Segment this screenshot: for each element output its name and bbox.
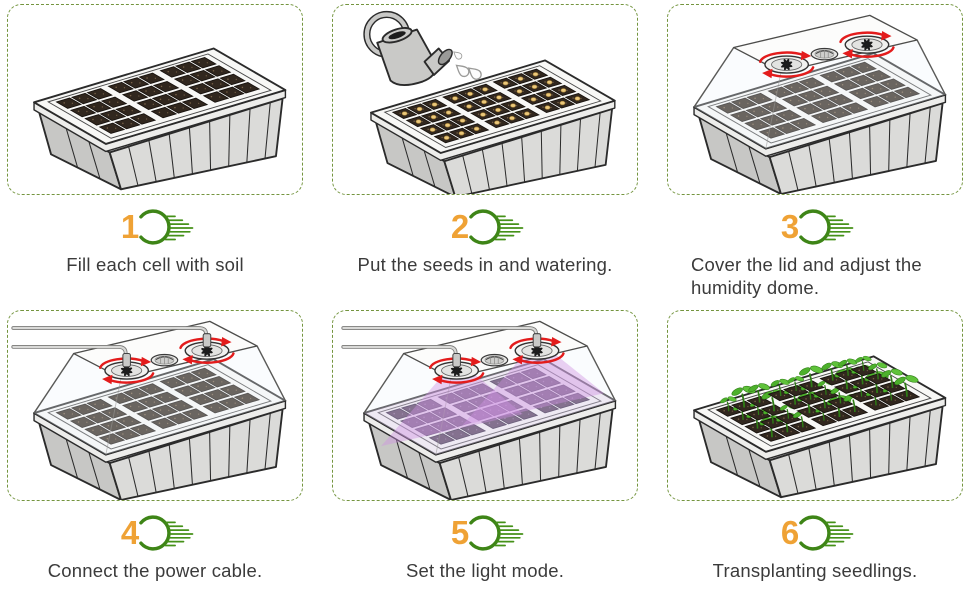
cell-grid — [385, 367, 591, 445]
power-plug-icon — [452, 352, 461, 368]
step-number: 2 — [450, 208, 470, 245]
grow-light-icon — [341, 320, 617, 500]
step-number: 6 — [780, 513, 800, 551]
rotation-arrow-icon — [839, 31, 895, 58]
power-plug-icon — [202, 333, 212, 348]
step-number: 5 — [450, 513, 470, 551]
seedling-icon — [693, 355, 947, 498]
cell-grid — [55, 56, 261, 134]
step-2-number-badge: 2 — [438, 202, 532, 252]
cell-grid — [391, 68, 591, 144]
swoosh-icon — [469, 515, 524, 551]
step-1-art-frame — [7, 4, 303, 195]
cell-grid — [715, 355, 921, 442]
power-plug-icon — [122, 352, 131, 368]
swoosh-icon — [139, 209, 194, 245]
vent-fan-icon — [98, 352, 155, 385]
rotation-arrow-icon — [758, 51, 815, 78]
step-6-art-frame — [667, 309, 963, 501]
step-number: 1 — [120, 208, 140, 245]
step-caption: Transplanting seedlings. — [712, 559, 918, 581]
vent-fan-icon — [428, 352, 485, 385]
cell-grid — [55, 367, 261, 445]
step-caption: Set the light mode. — [405, 559, 565, 581]
cell-grid — [715, 61, 921, 139]
swoosh-icon — [469, 209, 524, 245]
water-drops-icon — [453, 51, 482, 80]
step-panel-2: 2 Put the seeds in and watering. — [332, 4, 638, 300]
vent-knob-icon — [150, 353, 179, 367]
power-cable-icon — [11, 320, 287, 500]
step-caption: Cover the lid and adjust the humidity do… — [691, 254, 922, 298]
vent-fan-icon — [179, 333, 235, 365]
step-number: 4 — [120, 513, 140, 551]
step-caption: Put the seeds in and watering. — [357, 254, 613, 275]
step-2-art-frame — [332, 4, 638, 195]
vent-knob-icon — [480, 353, 509, 367]
soil-tray-icon — [33, 47, 287, 191]
step-panel-4: 4 Connect the power cable. — [7, 309, 303, 600]
step-4-number-badge: 4 — [108, 508, 202, 558]
step-3-number-badge: 3 — [768, 202, 862, 252]
step-1-number-badge: 1 — [108, 202, 202, 252]
step-caption: Connect the power cable. — [47, 559, 263, 581]
vent-knob-icon — [810, 47, 839, 61]
vent-fan-icon — [758, 50, 815, 79]
rotation-arrow-icon — [98, 357, 155, 384]
rotation-arrow-icon — [179, 337, 235, 364]
humidity-dome-icon — [693, 14, 947, 194]
step-5-number-badge: 5 — [438, 508, 532, 558]
step-panel-1: 1 Fill each cell with soil — [7, 4, 303, 300]
swoosh-icon — [799, 515, 854, 551]
rotation-arrow-icon — [428, 357, 485, 384]
vent-fan-icon — [839, 30, 895, 59]
swoosh-icon — [799, 209, 854, 245]
light-beam-icon — [381, 348, 605, 447]
step-4-art-frame — [7, 309, 303, 501]
rotation-arrow-icon — [509, 337, 565, 364]
step-panel-5: 5 Set the light mode. — [332, 309, 638, 600]
power-plug-icon — [532, 333, 542, 348]
watering-can-icon — [363, 10, 482, 87]
watering-can-icon — [363, 10, 616, 194]
step-panel-3: 3 Cover the lid and adjust the humidity … — [667, 4, 963, 300]
step-5-art-frame — [332, 309, 638, 501]
step-6-number-badge: 6 — [768, 508, 862, 558]
vent-fan-icon — [509, 333, 565, 365]
step-caption: Fill each cell with soil — [66, 254, 244, 275]
swoosh-icon — [139, 515, 194, 551]
step-number: 3 — [780, 208, 800, 245]
step-panel-6: 6 Transplanting seedlings. — [667, 309, 963, 600]
step-3-art-frame — [667, 4, 963, 195]
